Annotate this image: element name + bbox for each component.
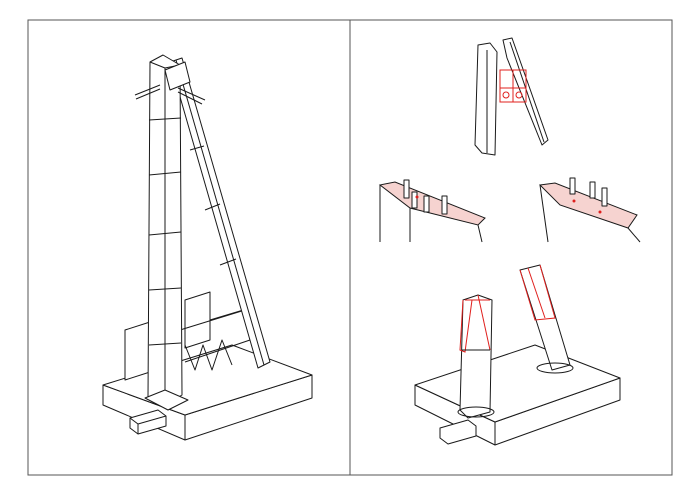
- right-leg-highlighted: [519, 264, 574, 374]
- left-leg-highlighted: [457, 294, 495, 419]
- tower-bracing: [124, 291, 251, 381]
- top-head-exploded: [474, 37, 549, 156]
- base-with-legs: [414, 264, 621, 446]
- red-connector-block: [499, 69, 527, 103]
- pillar-top-detail-left: [378, 179, 486, 243]
- bolts: [403, 179, 448, 215]
- top-pins: [134, 61, 206, 105]
- pillar-top-detail-right: [538, 177, 641, 243]
- main-pillar: [144, 54, 189, 411]
- assembled-tower-drawing: [102, 54, 313, 441]
- right-leg: [169, 57, 271, 369]
- bolts: [569, 177, 608, 207]
